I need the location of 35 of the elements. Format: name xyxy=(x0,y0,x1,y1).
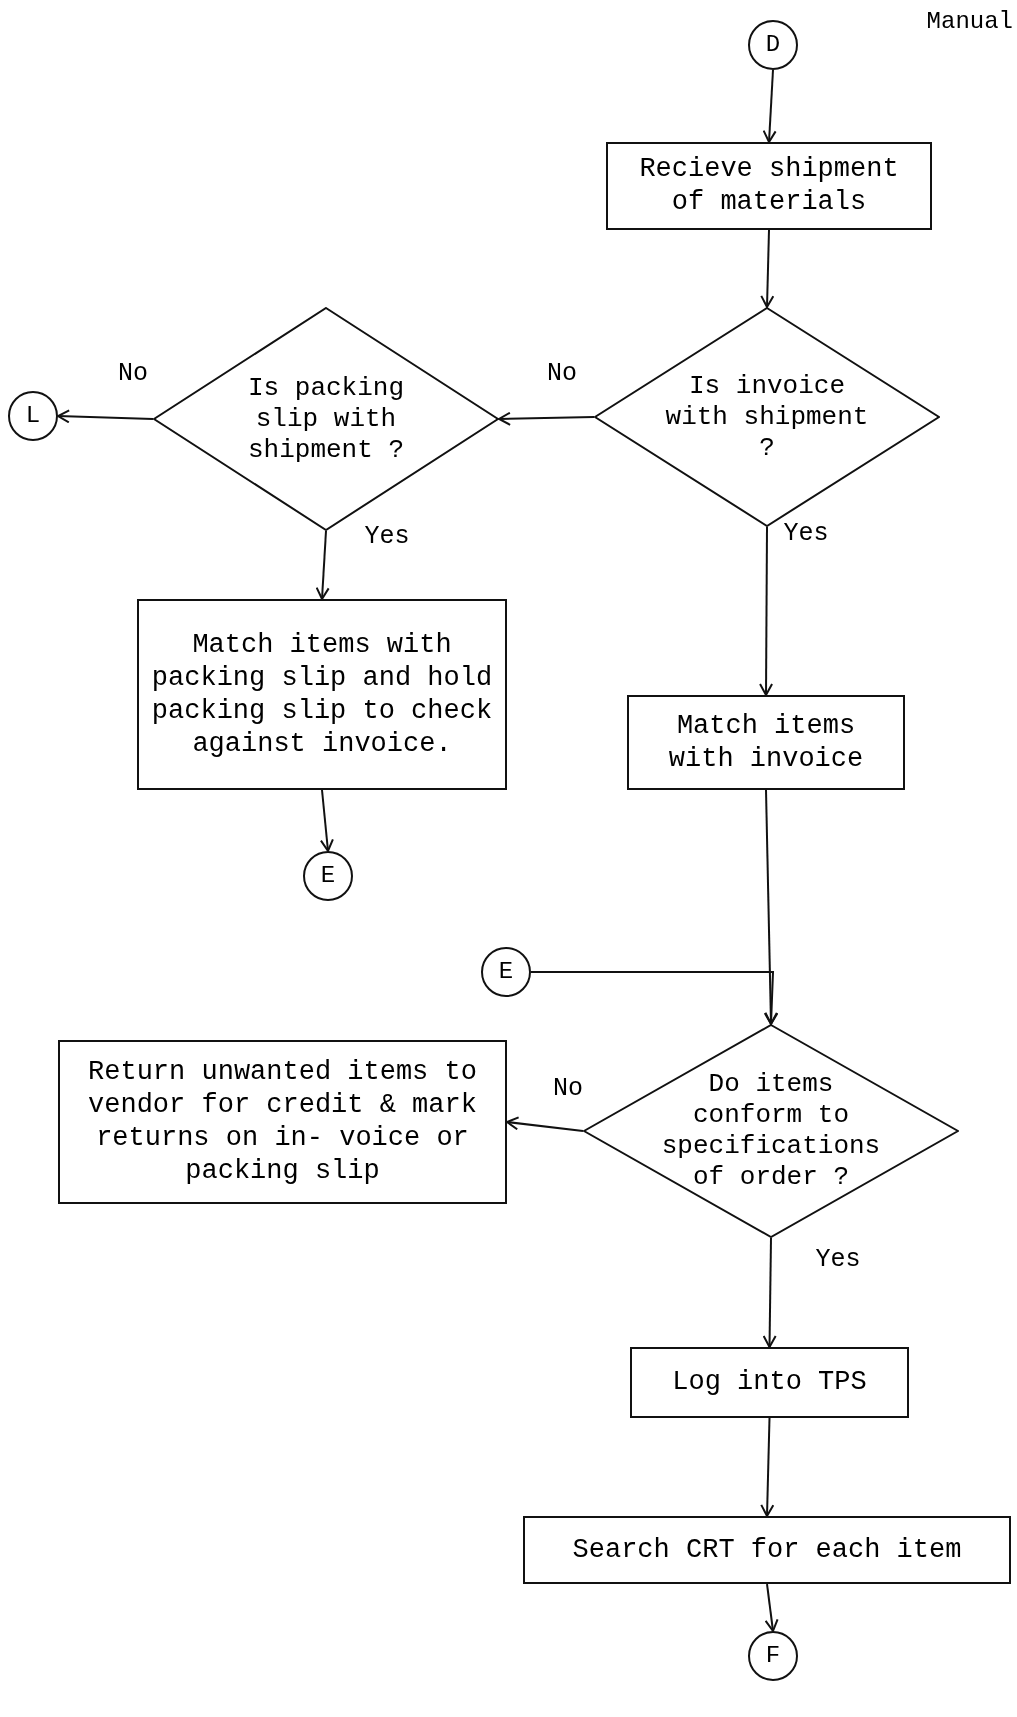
arrow xyxy=(760,1417,775,1517)
arrow xyxy=(506,1116,584,1132)
node-text: Recieve shipment of materials xyxy=(638,153,900,219)
node-text: Log into TPS xyxy=(672,1366,867,1399)
node-text: E xyxy=(320,861,336,891)
process-box xyxy=(137,599,507,790)
arrow xyxy=(57,409,154,424)
node-text: Match items with packing slip and hold packing slip to check against invoice. xyxy=(150,628,494,761)
process-box xyxy=(523,1516,1011,1584)
arrow xyxy=(759,526,774,696)
node-text: Search CRT for each item xyxy=(572,1533,962,1567)
process-box xyxy=(630,1347,909,1418)
arrow xyxy=(530,971,779,1025)
node-text: D xyxy=(765,30,781,60)
node-text: Is invoice with shipment ? xyxy=(664,370,870,464)
node-text: E xyxy=(498,957,514,987)
arrow xyxy=(760,229,775,308)
process-box xyxy=(58,1040,507,1204)
arrow xyxy=(315,530,330,600)
node-text: Match items with invoice xyxy=(667,709,865,776)
decision-diamond xyxy=(583,1024,959,1238)
node-text: Do items conform to specifications of order ? xyxy=(660,1069,882,1193)
arrow xyxy=(762,69,777,143)
node-text: Is packing slip with shipment ? xyxy=(246,372,405,466)
arrow xyxy=(764,1583,779,1632)
process-box xyxy=(627,695,905,790)
node-text: F xyxy=(765,1641,781,1671)
arrow xyxy=(498,411,595,426)
node-text: L xyxy=(25,401,41,431)
node-text: Return unwanted items to vendor for credit & mark returns on in- voice or packing slip xyxy=(87,1056,478,1188)
arrow xyxy=(763,789,778,1025)
page-label: Manual xyxy=(926,7,1013,37)
arrow xyxy=(762,1237,777,1348)
process-box xyxy=(606,142,932,230)
arrow xyxy=(319,789,334,852)
